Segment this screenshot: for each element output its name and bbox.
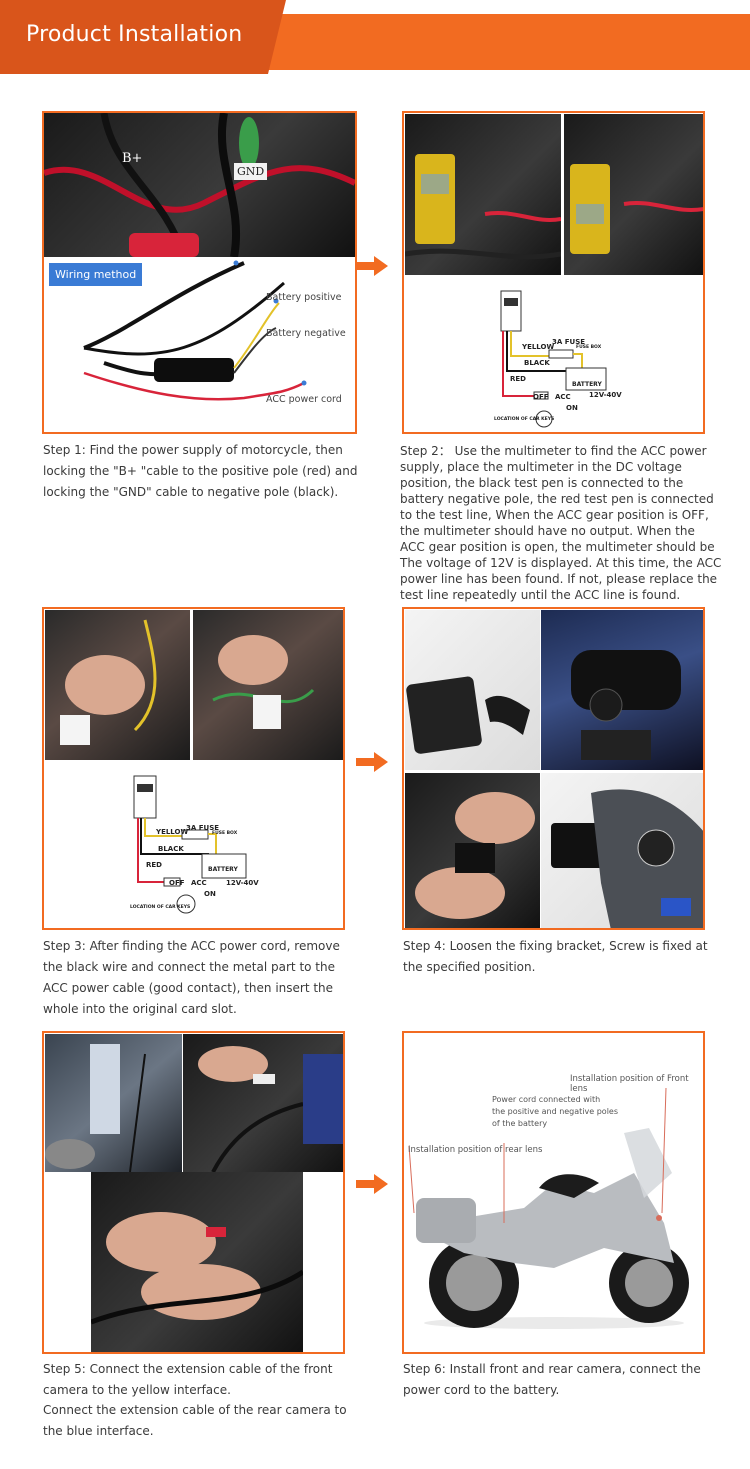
power-cord-label-3: of the battery — [492, 1119, 548, 1128]
page-title: Product Installation — [26, 22, 243, 47]
header-tag — [0, 0, 286, 74]
step3-photo-left — [45, 610, 190, 760]
step3-wiring-diagram — [133, 775, 247, 914]
step3-diag-black: BLACK — [158, 845, 184, 853]
step4-photo-motorcycle — [541, 773, 703, 928]
step3-diag-battery: BATTERY — [208, 866, 238, 873]
step2-diag-acc: ACC — [555, 393, 571, 401]
step3-diag-off: OFF — [169, 879, 185, 887]
rear-lens-label: Installation position of rear lens — [408, 1145, 543, 1155]
power-cord-label-1: Power cord connected with — [492, 1095, 601, 1104]
battery-negative-label: Battery negative — [266, 328, 346, 339]
step4-frame — [402, 607, 705, 930]
step2-diag-on: ON — [566, 404, 578, 412]
step6-frame: Installation position of Front lens Powe… — [402, 1031, 705, 1354]
arrow-right-icon — [356, 1174, 388, 1194]
step1-wires-illustration — [44, 113, 355, 257]
motorcycle-illustration — [408, 1087, 689, 1329]
step6-text: Step 6: Install front and rear camera, c… — [403, 1362, 701, 1397]
step3-diag-fuse: 3A FUSE — [186, 824, 220, 832]
step2-frame: YELLOW 3A FUSE FUSE BOX BLACK BATTERY RE… — [402, 111, 705, 434]
step2-diag-black: BLACK — [524, 359, 550, 367]
step4-photo-handlebar — [541, 610, 703, 770]
step3-diag-voltage: 12V-40V — [226, 879, 259, 887]
step2-wiring-diagram — [500, 290, 607, 428]
step3-text: Step 3: After finding the ACC power cord… — [43, 939, 340, 1016]
acc-power-cord-label: ACC power cord — [266, 394, 342, 405]
wiring-harness-diagram — [83, 260, 307, 401]
step2-text: Step 2： Use the multimeter to find the A… — [400, 444, 722, 602]
gnd-tag: GND — [234, 163, 268, 180]
step5-frame — [42, 1031, 345, 1354]
arrow-right-icon — [356, 752, 388, 772]
step2-diag-keys: LOCATION OF CAR KEYS — [494, 417, 555, 422]
step1-photo: B+ GND — [44, 113, 355, 257]
step1-frame: B+ GND Wiring method Battery positive Ba… — [42, 111, 357, 434]
step3-photo-right — [193, 610, 343, 760]
step2-diag-battery: BATTERY — [572, 381, 602, 388]
step3-diag-on: ON — [204, 890, 216, 898]
arrow-right-icon — [356, 256, 388, 276]
step5-text-1: Step 5: Connect the extension cable of t… — [43, 1362, 333, 1397]
step2-diag-fuse: 3A FUSE — [552, 338, 586, 346]
step3-diag-red: RED — [146, 861, 162, 869]
step3-diag-fusebox: FUSE BOX — [212, 831, 238, 836]
battery-positive-label: Battery positive — [266, 292, 342, 303]
step2-diag-voltage: 12V-40V — [589, 391, 622, 399]
step2-diag-yellow: YELLOW — [522, 343, 555, 351]
step4-photo-hands — [405, 773, 540, 928]
step1-text: Step 1: Find the power supply of motorcy… — [43, 443, 358, 499]
power-cord-label-2: the positive and negative poles — [492, 1107, 619, 1116]
step2-photo-right — [564, 114, 703, 275]
step3-diag-yellow: YELLOW — [156, 828, 189, 836]
bplus-tag: B+ — [122, 151, 143, 166]
step4-text: Step 4: Loosen the fixing bracket, Screw… — [403, 939, 708, 974]
step3-diag-keys: LOCATION OF CAR KEYS — [130, 905, 191, 910]
step5-photo-left — [45, 1034, 182, 1172]
step5-photo-bottom — [91, 1172, 303, 1352]
step3-frame: YELLOW 3A FUSE FUSE BOX BLACK BATTERY RE… — [42, 607, 345, 930]
step5-photo-right — [183, 1034, 343, 1172]
wiring-method-label: Wiring method — [49, 263, 143, 286]
front-lens-label: Installation position of Front lens — [570, 1074, 689, 1094]
step2-diag-off: OFF — [533, 393, 549, 401]
step3-diag-acc: ACC — [191, 879, 207, 887]
step5-text-2: Connect the extension cable of the rear … — [43, 1403, 347, 1438]
step2-diag-red: RED — [510, 375, 526, 383]
step2-diag-fusebox: FUSE BOX — [576, 345, 602, 350]
step2-photo-left — [405, 114, 561, 275]
step4-photo-bracket — [405, 610, 540, 770]
